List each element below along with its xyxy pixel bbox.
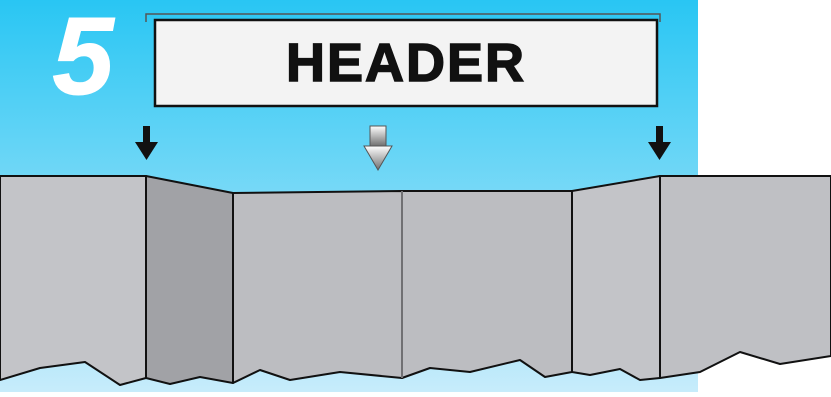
header-label-text: HEADER xyxy=(285,32,527,94)
header-span-bracket xyxy=(145,13,661,22)
wall-panel-4 xyxy=(401,190,573,379)
arrow-down-icon xyxy=(135,126,158,160)
wall-panel-3 xyxy=(232,190,403,384)
wall-panel-5 xyxy=(571,175,661,381)
gradient-arrow-down-icon xyxy=(363,125,393,171)
step-number: 5 xyxy=(52,0,114,118)
arrow-down-icon xyxy=(648,126,671,160)
header-label-box xyxy=(153,18,659,108)
wall-panel-2 xyxy=(145,175,234,385)
wall-panel-1 xyxy=(0,175,147,386)
wall-panel-6 xyxy=(659,175,831,379)
